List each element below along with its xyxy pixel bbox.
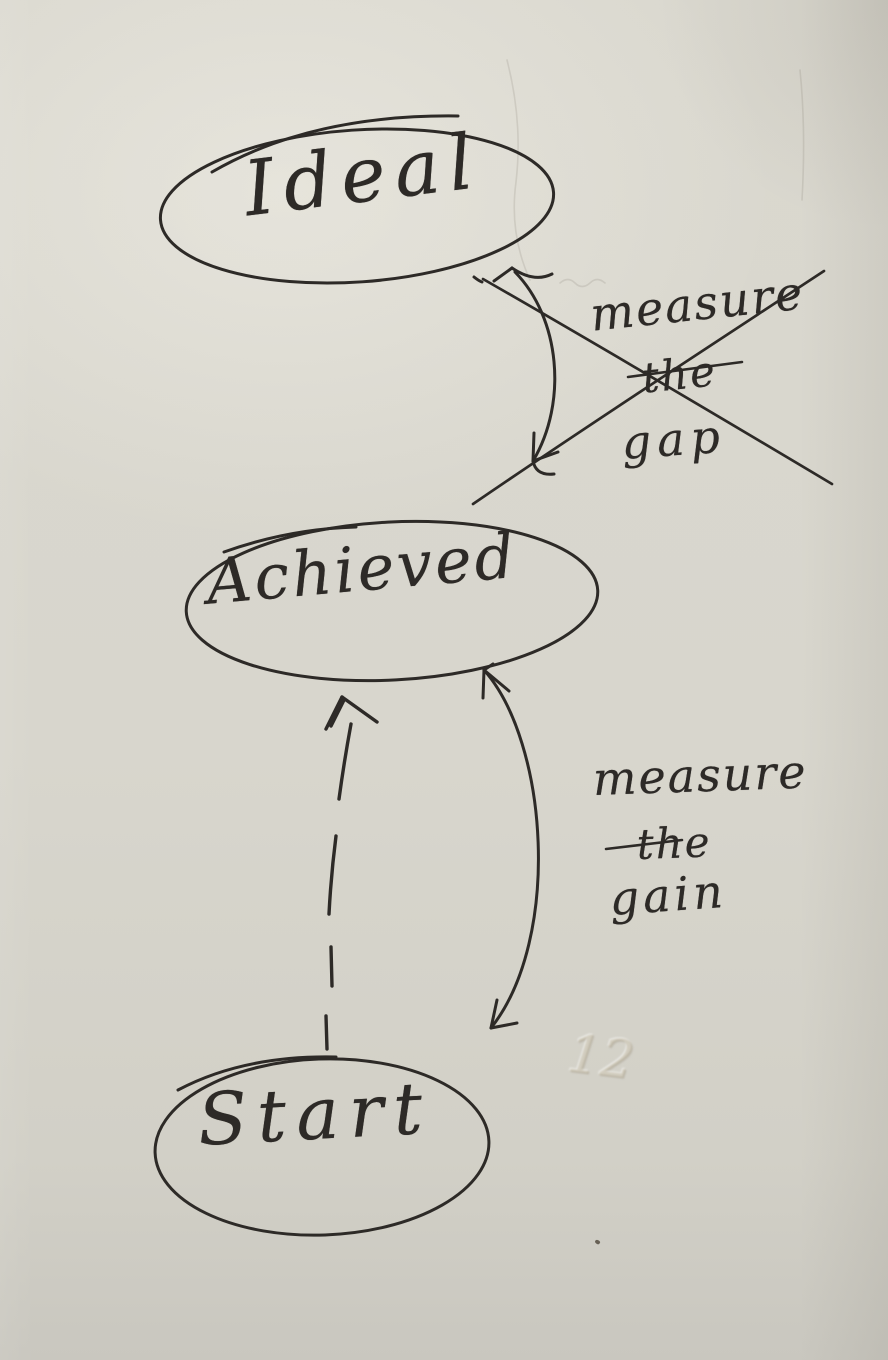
gain-the-crossbar (604, 838, 684, 851)
dashed-arrow-dash (327, 834, 338, 916)
start-node-ellipse (153, 1055, 491, 1237)
gap-arrow-stray-tick (472, 275, 484, 284)
start-ellipse-retrace-stroke (176, 1055, 338, 1092)
gap-double-arrow (472, 266, 560, 476)
ideal-node-ellipse (158, 114, 556, 285)
dashed-arrow (324, 695, 379, 1051)
dashed-arrow-head (329, 698, 346, 728)
dashed-arrow-dash (337, 722, 353, 801)
gap-arrow-top-head (510, 266, 554, 279)
gain-arrow-bottom-head (489, 1021, 519, 1030)
gain-arrow-bottom-head (489, 998, 499, 1030)
ideal-ellipse-retrace-stroke (210, 114, 460, 174)
paper-crease (506, 59, 805, 288)
gain-arrow-top-head (482, 668, 511, 693)
dashed-arrow-dash (324, 1014, 329, 1051)
gain-double-arrow (481, 662, 540, 1030)
gap-arrow-bottom-head (531, 431, 536, 463)
achieved-node-ellipse (184, 519, 600, 683)
cross-out-x (471, 269, 834, 506)
gap-arrow-top-head (492, 266, 514, 283)
gain-arrow-top-head (481, 668, 486, 700)
dashed-arrow-dash (329, 945, 334, 988)
gain-arrow-top-head (482, 662, 495, 672)
achieved-ellipse-retrace-stroke (222, 525, 358, 554)
dashed-arrow-head (340, 695, 379, 724)
dashed-arrow-head (324, 695, 344, 731)
